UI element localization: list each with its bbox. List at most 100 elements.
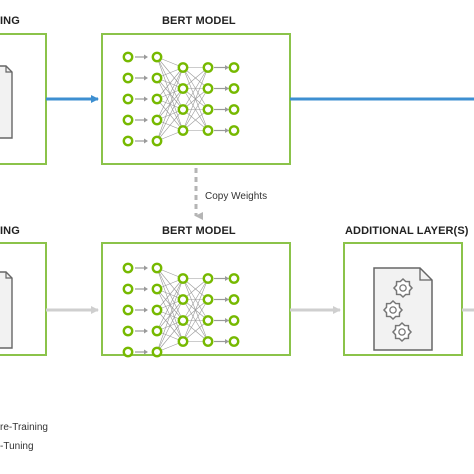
gear-document-icon <box>373 267 433 351</box>
document-icon <box>0 271 13 349</box>
node <box>122 135 134 147</box>
node <box>177 83 189 94</box>
gear-hub <box>399 284 407 292</box>
node <box>202 104 214 115</box>
edge <box>156 278 184 311</box>
node <box>122 114 134 126</box>
edge <box>156 278 184 332</box>
node <box>151 93 163 105</box>
node <box>151 72 163 84</box>
input-arrowhead <box>144 96 148 102</box>
edge <box>182 109 209 131</box>
node <box>151 304 163 316</box>
node <box>122 72 134 84</box>
node <box>228 315 240 326</box>
edge <box>182 278 209 300</box>
bert-network-top <box>122 51 240 147</box>
node <box>202 315 214 326</box>
edge <box>182 67 209 110</box>
node <box>177 336 189 347</box>
edge <box>182 278 209 342</box>
node <box>122 325 134 337</box>
edge <box>156 67 184 100</box>
node <box>177 62 189 73</box>
input-arrowhead <box>144 286 148 292</box>
document-icon <box>0 65 13 139</box>
edge <box>156 109 184 142</box>
legend-pretraining-label: re-Training <box>0 422 48 433</box>
output-arrowhead <box>225 297 229 302</box>
input-arrowhead <box>144 328 148 334</box>
node <box>228 273 240 284</box>
output-arrowhead <box>225 339 229 344</box>
node <box>202 273 214 284</box>
node <box>122 346 134 358</box>
node <box>151 135 163 147</box>
node <box>122 93 134 105</box>
node <box>228 336 240 347</box>
input-arrowhead <box>144 138 148 144</box>
output-arrowhead <box>225 276 229 281</box>
top-left-title: ING <box>0 15 20 27</box>
gear-hub <box>398 328 406 336</box>
edge <box>156 67 184 142</box>
output-arrowhead <box>225 318 229 323</box>
edge <box>182 67 209 89</box>
node <box>122 283 134 295</box>
bottom-bert-title: BERT MODEL <box>162 225 236 237</box>
edge <box>182 278 209 321</box>
node <box>122 304 134 316</box>
node <box>177 315 189 326</box>
edge <box>182 88 209 131</box>
node <box>151 114 163 126</box>
node <box>228 62 240 73</box>
node <box>177 125 189 136</box>
output-arrowhead <box>225 128 229 133</box>
node <box>228 294 240 305</box>
edge <box>182 320 209 342</box>
node <box>122 262 134 274</box>
output-arrowhead <box>225 107 229 112</box>
node <box>202 62 214 73</box>
node <box>202 294 214 305</box>
node <box>202 336 214 347</box>
top-bert-title: BERT MODEL <box>162 15 236 27</box>
edge <box>156 67 184 121</box>
node <box>151 51 163 63</box>
input-arrowhead <box>144 117 148 123</box>
output-arrowhead <box>225 65 229 70</box>
additional-layers-title: ADDITIONAL LAYER(S) <box>345 225 469 237</box>
edge <box>182 67 209 131</box>
edge <box>182 299 209 342</box>
legend-finetuning-label: -Tuning <box>0 441 34 452</box>
node <box>228 83 240 94</box>
input-arrowhead <box>144 54 148 60</box>
edge <box>156 278 184 353</box>
node <box>151 283 163 295</box>
output-arrowhead <box>225 86 229 91</box>
node <box>228 125 240 136</box>
node <box>122 51 134 63</box>
gears-icon <box>382 277 414 343</box>
node <box>202 125 214 136</box>
input-arrowhead <box>144 265 148 271</box>
bert-network-bottom <box>122 262 240 358</box>
input-arrowhead <box>144 75 148 81</box>
node <box>151 325 163 337</box>
node <box>177 294 189 305</box>
node <box>202 83 214 94</box>
node <box>228 104 240 115</box>
node <box>177 104 189 115</box>
copy-weights-label: Copy Weights <box>205 191 268 202</box>
edge <box>156 88 184 142</box>
gear-hub <box>389 306 397 314</box>
input-arrowhead <box>144 307 148 313</box>
node <box>177 273 189 284</box>
edge <box>156 299 184 353</box>
input-arrowhead <box>144 349 148 355</box>
edge <box>156 320 184 353</box>
bottom-left-title: ING <box>0 225 20 237</box>
node <box>151 346 163 358</box>
node <box>151 262 163 274</box>
